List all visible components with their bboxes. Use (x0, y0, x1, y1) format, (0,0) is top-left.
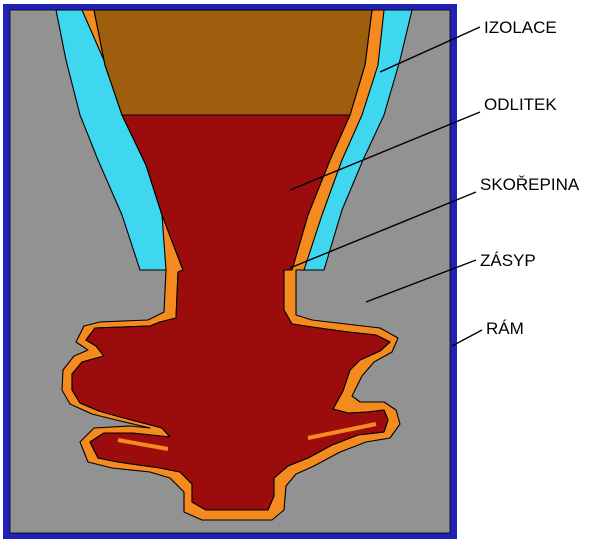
pointer-zasyp (365, 259, 477, 303)
casting-body (71, 114, 391, 511)
label-skorepina: SKOŘEPINA (480, 175, 580, 194)
label-zasyp: ZÁSYP (480, 251, 536, 270)
pointer-odlitek (289, 111, 481, 191)
pointer-skorepina (289, 191, 477, 269)
label-odlitek: ODLITEK (484, 95, 557, 114)
pointer-izolace (379, 26, 481, 73)
label-ram: RÁM (486, 319, 524, 338)
left-wing-gap (117, 438, 169, 451)
right-wing-gap (307, 422, 377, 440)
pointer-ram (451, 329, 483, 347)
riser-head (93, 9, 373, 116)
label-izolace: IZOLACE (484, 18, 557, 37)
